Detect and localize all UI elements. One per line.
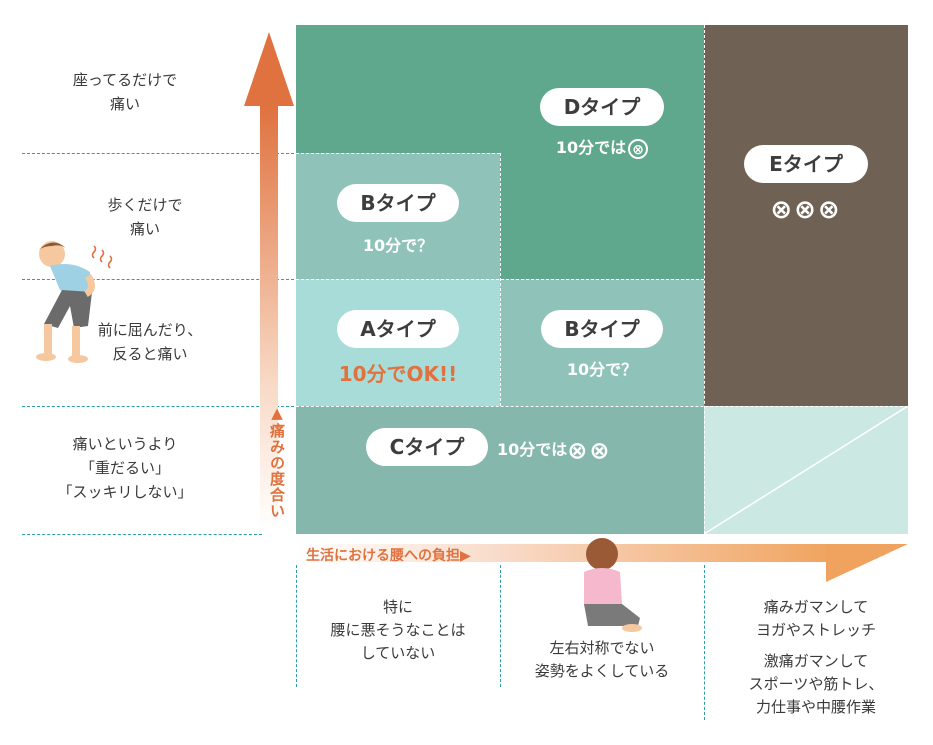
col-divider-1	[296, 565, 297, 687]
inner-dash-5	[704, 25, 705, 534]
e-type-marks: ⊗⊗⊗	[770, 195, 842, 225]
col-divider-2	[500, 565, 501, 687]
inner-dash-3	[296, 279, 704, 280]
y-level-sitting: 座ってるだけで 痛い	[0, 68, 250, 116]
y-level-walking: 歩くだけで 痛い	[30, 193, 260, 241]
x-level-strenuous-line3: 激痛ガマンして	[763, 652, 869, 670]
d-type-pill: Dタイプ	[540, 88, 664, 126]
y-level-sitting-line1: 座ってるだけで	[72, 71, 178, 89]
a-type-note: 10分でOK!!	[338, 362, 458, 386]
y-level-sitting-line2: 痛い	[109, 95, 140, 113]
c-type-note-text: 10分では	[497, 440, 568, 459]
sitting-woman-illustration	[584, 538, 642, 632]
c-type-note: 10分では⊗⊗	[497, 436, 657, 465]
y-level-heavy-line3: 「スッキリしない」	[57, 483, 193, 501]
c-type-marks: ⊗⊗	[567, 436, 612, 465]
x-level-strenuous: 痛みガマンして ヨガやストレッチ 激痛ガマンして スポーツや筋トレ、 力仕事や中…	[708, 596, 924, 719]
y-level-walking-line2: 痛い	[129, 220, 160, 238]
b-type-pill-upper: Bタイプ	[337, 184, 459, 222]
x-level-none-line1: 特に	[382, 598, 413, 616]
y-level-walking-line1: 歩くだけで	[107, 196, 183, 214]
back-pain-man-illustration	[36, 241, 113, 363]
y-level-heavy-line1: 痛いというより	[72, 435, 178, 453]
x-level-asymmetric: 左右対称でない 姿勢をよくしている	[504, 637, 700, 683]
e-type-pill: Eタイプ	[744, 145, 868, 183]
y-level-bending-line1: 前に屈んだり、	[97, 321, 203, 339]
y-level-heavy: 痛いというより 「重だるい」 「スッキリしない」	[0, 432, 250, 504]
x-level-none-line2: 腰に悪そうなことは	[330, 621, 466, 639]
y-axis-label: ▲痛みの度合い	[268, 404, 286, 519]
d-type-note: 10分では⊗	[520, 134, 684, 159]
y-level-bending-line2: 反ると痛い	[112, 345, 188, 363]
x-level-none: 特に 腰に悪そうなことは していない	[300, 596, 496, 665]
x-level-strenuous-line5: 力仕事や中腰作業	[755, 698, 876, 716]
row-divider-1	[22, 153, 294, 154]
b-type-note-lower: 10分で？	[566, 360, 638, 379]
x-level-none-line3: していない	[360, 644, 436, 662]
b-type-pill-lower: Bタイプ	[541, 310, 663, 348]
inner-dash-1	[296, 153, 500, 154]
c-type-region	[296, 406, 704, 534]
e-type-region	[704, 25, 908, 406]
x-axis-label: 生活における腰への負担▶	[306, 548, 471, 564]
b-type-note-upper: 10分で？	[362, 236, 434, 255]
row-divider-3	[22, 406, 294, 407]
inner-dash-4	[296, 406, 908, 407]
d-type-region-right	[500, 153, 704, 279]
empty-diagonal	[704, 406, 908, 534]
a-type-pill: Aタイプ	[337, 310, 459, 348]
row-divider-2	[22, 279, 294, 280]
y-level-bending: 前に屈んだり、 反ると痛い	[40, 318, 260, 366]
x-level-asymmetric-line1: 左右対称でない	[549, 639, 655, 657]
y-axis-arrow	[244, 32, 294, 530]
row-divider-4	[22, 534, 262, 535]
d-type-note-text: 10分では	[555, 138, 627, 157]
x-level-strenuous-line1: 痛みガマンして	[763, 598, 869, 616]
col-divider-3	[704, 565, 705, 720]
x-level-strenuous-line2: ヨガやストレッチ	[755, 621, 876, 639]
c-type-pill: Cタイプ	[366, 428, 488, 466]
x-level-strenuous-line4: スポーツや筋トレ、	[748, 675, 884, 693]
x-level-asymmetric-line2: 姿勢をよくしている	[534, 662, 670, 680]
y-level-heavy-line2: 「重だるい」	[79, 459, 170, 477]
cross-circle-icon: ⊗	[628, 138, 649, 159]
x-axis-arrow	[296, 544, 908, 582]
